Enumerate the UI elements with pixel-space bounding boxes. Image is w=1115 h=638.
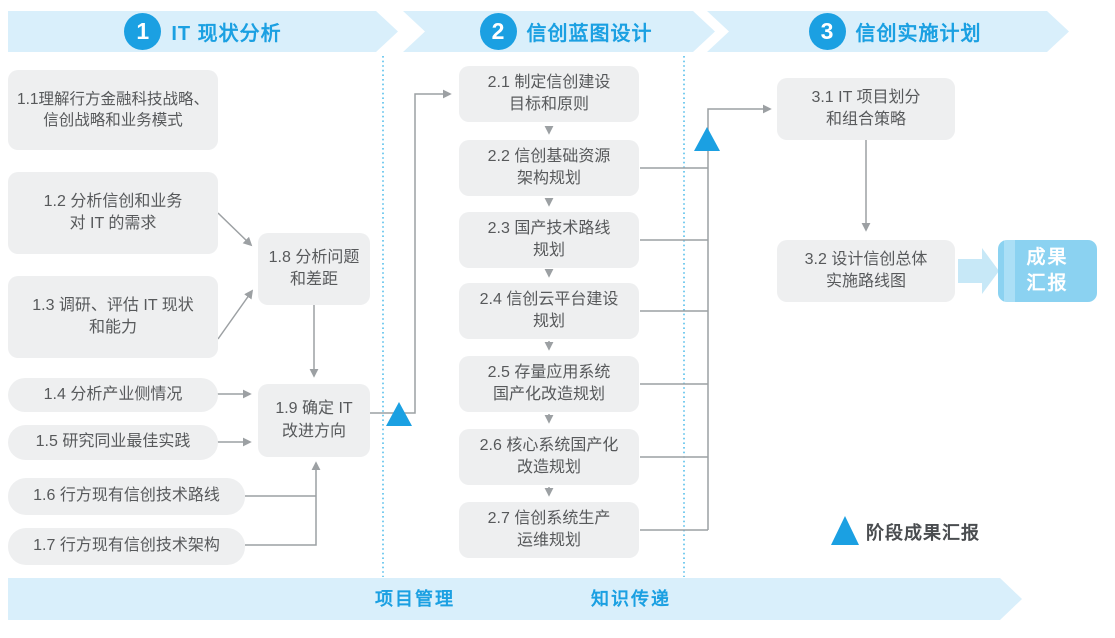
- phase-number-badge-3: 3: [809, 13, 846, 50]
- task-box-line: 信创战略和业务模式: [43, 112, 183, 129]
- task-box-line: 1.8 分析问题: [268, 248, 360, 266]
- task-box-line: 1.9 确定 IT: [275, 400, 353, 418]
- bottom-label-project-management: 项目管理: [375, 589, 455, 609]
- task-box-line: 和能力: [88, 319, 137, 336]
- task-box-line: 2.7 信创系统生产: [487, 509, 611, 527]
- report-box-line: 汇报: [1026, 273, 1069, 294]
- connector-collector-to-3-1: [707, 104, 772, 530]
- phase-banner-3: 3 信创实施计划: [707, 11, 1069, 52]
- task-box-2-3: 2.3 国产技术路线 规划: [459, 212, 639, 268]
- task-box-line: 2.5 存量应用系统: [487, 363, 611, 381]
- task-box-line: 改造规划: [516, 459, 581, 476]
- task-box-line: 规划: [532, 242, 565, 259]
- task-box-line: 3.2 设计信创总体: [804, 250, 928, 268]
- task-box-line: 对 IT 的需求: [69, 215, 157, 232]
- task-box-line: 1.4 分析产业侧情况: [43, 385, 183, 403]
- task-box-3-1: 3.1 IT 项目划分 和组合策略: [777, 78, 955, 140]
- legend-label: 阶段成果汇报: [866, 523, 980, 543]
- task-box-line: 1.6 行方现有信创技术路线: [33, 487, 220, 505]
- connector-1-3-to-1-8: [217, 289, 254, 340]
- bottom-banner: 项目管理 知识传递: [8, 578, 1022, 620]
- milestone-triangle-2: [694, 127, 720, 151]
- legend-triangle-icon: [831, 516, 859, 545]
- task-box-1-4: 1.4 分析产业侧情况: [8, 378, 218, 412]
- milestone-triangle-1: [386, 402, 412, 426]
- bottom-label-knowledge-transfer: 知识传递: [591, 589, 671, 609]
- task-box-1-9: 1.9 确定 IT 改进方向: [258, 384, 370, 457]
- task-box-3-2: 3.2 设计信创总体 实施路线图: [777, 240, 955, 302]
- connector-1-2-to-1-8: [217, 212, 253, 247]
- phase-title-2: 信创蓝图设计: [526, 23, 653, 45]
- task-box-1-6: 1.6 行方现有信创技术路线: [8, 478, 245, 515]
- task-box-line: 架构规划: [516, 170, 581, 187]
- task-box-line: 规划: [532, 313, 565, 330]
- task-box-1-8: 1.8 分析问题 和差距: [258, 233, 370, 305]
- task-box-line: 1.5 研究同业最佳实践: [35, 433, 191, 451]
- task-box-line: 实施路线图: [825, 273, 906, 290]
- task-box-line: 2.6 核心系统国产化: [479, 436, 619, 454]
- task-box-line: 和组合策略: [825, 111, 906, 128]
- task-box-line: 运维规划: [516, 532, 581, 549]
- phase-number-badge-1: 1: [124, 13, 161, 50]
- task-box-line: 1.2 分析信创和业务: [43, 192, 183, 210]
- big-arrow-3-2-to-report: [958, 248, 999, 294]
- task-box-2-2: 2.2 信创基础资源 架构规划: [459, 140, 639, 196]
- task-box-2-4: 2.4 信创云平台建设 规划: [459, 283, 639, 339]
- task-box-1-1: 1.1理解行方金融科技战略、 信创战略和业务模式: [8, 70, 218, 150]
- task-box-line: 目标和原则: [508, 96, 589, 113]
- task-box-line: 1.7 行方现有信创技术架构: [33, 537, 220, 555]
- task-box-1-7: 1.7 行方现有信创技术架构: [8, 528, 245, 565]
- task-box-line: 2.3 国产技术路线: [487, 219, 611, 237]
- task-box-line: 1.1理解行方金融科技战略、: [16, 90, 210, 108]
- connector-1-9-to-2-1: [370, 89, 452, 414]
- task-box-line: 改进方向: [281, 422, 346, 440]
- task-box-line: 和差距: [289, 271, 338, 288]
- task-box-1-2: 1.2 分析信创和业务 对 IT 的需求: [8, 172, 218, 254]
- phase-title-3: 信创实施计划: [855, 23, 982, 45]
- task-box-line: 2.4 信创云平台建设: [479, 290, 619, 308]
- task-box-2-7: 2.7 信创系统生产 运维规划: [459, 502, 639, 558]
- phase-banner-2: 2 信创蓝图设计: [403, 11, 715, 52]
- connector-1-7-to-1-9: [245, 461, 321, 546]
- task-box-line: 2.2 信创基础资源: [487, 147, 611, 165]
- task-box-line: 2.1 制定信创建设: [487, 73, 611, 91]
- task-box-2-5: 2.5 存量应用系统 国产化改造规划: [459, 356, 639, 412]
- task-box-1-5: 1.5 研究同业最佳实践: [8, 425, 218, 460]
- task-box-line: 国产化改造规划: [492, 386, 605, 403]
- report-box-line: 成果: [1026, 247, 1069, 269]
- phase-banner-1: 1 IT 现状分析: [8, 11, 398, 52]
- phase-title-1: IT 现状分析: [171, 23, 282, 45]
- task-box-2-1: 2.1 制定信创建设 目标和原则: [459, 66, 639, 122]
- task-box-line: 3.1 IT 项目划分: [811, 88, 921, 106]
- task-box-2-6: 2.6 核心系统国产化 改造规划: [459, 429, 639, 485]
- task-box-line: 1.3 调研、评估 IT 现状: [32, 296, 194, 314]
- phase-number-badge-2: 2: [480, 13, 517, 50]
- task-box-1-3: 1.3 调研、评估 IT 现状 和能力: [8, 276, 218, 358]
- report-box: 成果 汇报: [998, 240, 1097, 302]
